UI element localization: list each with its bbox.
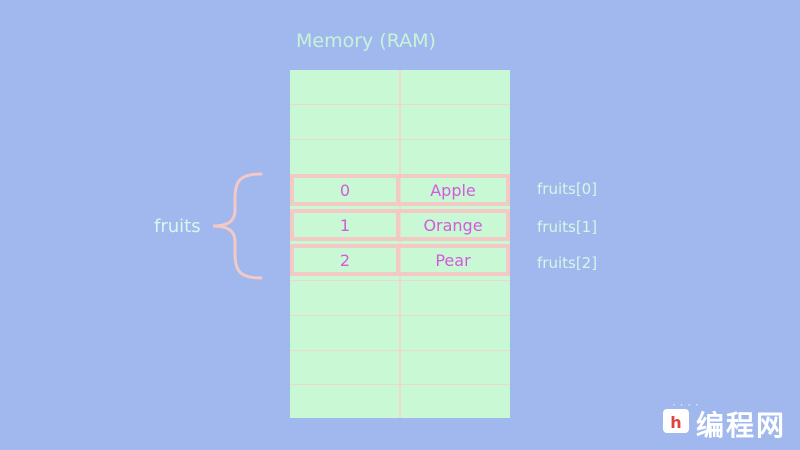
watermark-faint-text: · · · ·	[672, 398, 699, 412]
array-value-0: Apple	[430, 180, 476, 200]
curly-brace-icon	[212, 172, 263, 280]
memory-row-line	[290, 384, 510, 385]
array-label-1: fruits[1]	[537, 218, 598, 236]
memory-row-line	[290, 315, 510, 316]
array-element-1: 1 Orange	[290, 209, 510, 241]
array-index-1: 1	[294, 213, 400, 237]
memory-title: Memory (RAM)	[296, 30, 436, 52]
memory-row-line	[290, 350, 510, 351]
array-label-2: fruits[2]	[537, 254, 598, 272]
memory-row-line	[290, 280, 510, 281]
array-name-label: fruits	[154, 216, 201, 237]
array-index-0: 0	[294, 178, 400, 202]
memory-row-line	[290, 139, 510, 140]
array-value-2: Pear	[435, 250, 471, 270]
array-element-2: 2 Pear	[290, 244, 510, 276]
watermark-logo-icon: h	[662, 406, 692, 443]
svg-text:h: h	[670, 413, 681, 432]
array-element-0: 0 Apple	[290, 174, 510, 206]
memory-row-line	[290, 104, 510, 105]
array-value-1: Orange	[423, 215, 483, 235]
watermark-text: 编程网	[696, 409, 787, 442]
array-index-2: 2	[294, 248, 400, 272]
array-label-0: fruits[0]	[537, 180, 598, 198]
